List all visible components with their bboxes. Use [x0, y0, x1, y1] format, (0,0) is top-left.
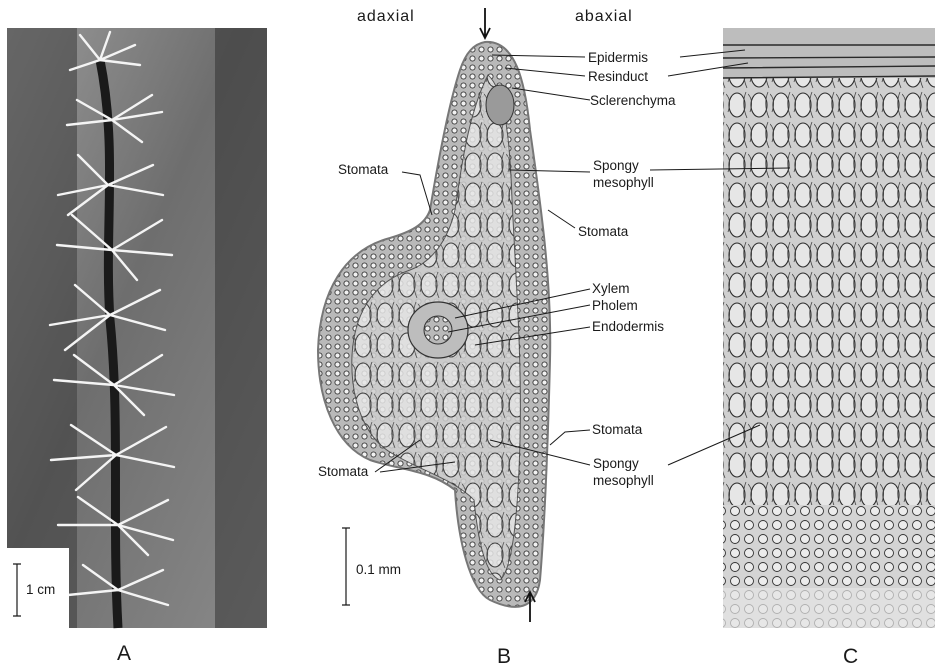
label-spongy-bottom-1: Spongy	[593, 456, 639, 471]
label-stomata-left-top: Stomata	[338, 162, 388, 177]
panel-letter-a: A	[117, 642, 131, 666]
scale-label-a: 1 cm	[26, 582, 55, 597]
top-arrow	[480, 8, 490, 38]
panel-b-section	[318, 8, 590, 622]
label-endodermis: Endodermis	[592, 319, 664, 334]
scale-label-b: 0.1 mm	[356, 562, 401, 577]
label-xylem: Xylem	[592, 281, 630, 296]
panel-letter-b: B	[497, 645, 511, 669]
label-spongy-top-2: mesophyll	[593, 175, 654, 190]
scale-bar-b	[342, 528, 350, 605]
label-spongy-bottom-2: mesophyll	[593, 473, 654, 488]
panel-c-micrograph	[650, 28, 935, 628]
label-stomata-right-top: Stomata	[578, 224, 628, 239]
label-spongy-top-1: Spongy	[593, 158, 639, 173]
panel-a-photo	[7, 28, 267, 628]
label-stomata-right-bottom: Stomata	[592, 422, 642, 437]
label-pholem: Pholem	[592, 298, 638, 313]
label-stomata-left-bottom: Stomata	[318, 464, 368, 479]
panel-letter-c: C	[843, 645, 858, 669]
label-resinduct: Resinduct	[588, 69, 648, 84]
header-adaxial: adaxial	[357, 8, 415, 26]
label-sclerenchyma: Sclerenchyma	[590, 93, 676, 108]
label-epidermis: Epidermis	[588, 50, 648, 65]
header-abaxial: abaxial	[575, 8, 633, 26]
